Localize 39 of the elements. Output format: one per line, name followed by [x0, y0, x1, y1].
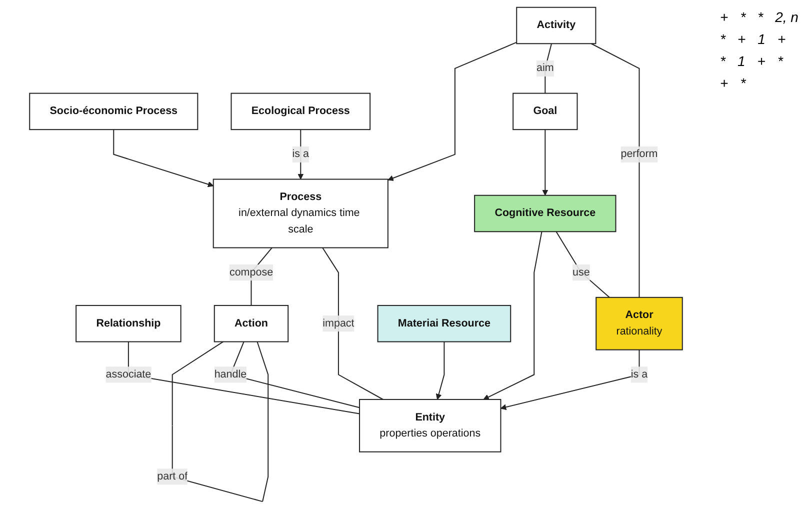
association-line — [556, 231, 610, 298]
class-box: Goal — [512, 92, 578, 130]
association-line — [436, 342, 445, 400]
class-box: Action — [214, 304, 289, 342]
multiplicity-label: * — [739, 8, 747, 26]
multiplicity-label: * — [756, 8, 764, 26]
association-line — [544, 44, 552, 94]
multiplicity-label: * — [739, 74, 747, 92]
multiplicity-label: + — [719, 8, 730, 26]
association-line — [483, 232, 542, 400]
class-box: Cognitive Resource — [474, 194, 616, 232]
class-box: Actor rationality — [596, 296, 683, 350]
class-box: Socio-économic Process — [29, 92, 198, 130]
association-line — [542, 130, 548, 196]
multiplicity-label: + — [776, 30, 787, 48]
multiplicity-label: 2, n — [774, 8, 800, 26]
class-box: Entity properties operations — [359, 398, 502, 452]
multiplicity-label: + — [736, 30, 747, 48]
multiplicity-label: * — [719, 52, 727, 70]
class-box: Ecological Process — [230, 92, 371, 130]
multiplicity-label: + — [719, 74, 730, 92]
class-box: Activity — [516, 6, 596, 44]
association-line — [388, 42, 517, 181]
association-line — [128, 342, 360, 414]
association-line — [256, 342, 269, 502]
association-line — [590, 43, 640, 298]
association-line — [500, 350, 640, 410]
class-box: Materiai Resource — [377, 304, 512, 342]
association-line — [298, 130, 304, 180]
multiplicity-label: * — [719, 30, 727, 48]
association-line — [172, 341, 224, 426]
association-line — [322, 247, 384, 400]
class-box: Relationship — [76, 304, 182, 342]
multiplicity-label: 1 — [736, 52, 746, 70]
association-line — [113, 130, 214, 188]
multiplicity-label: 1 — [756, 30, 766, 48]
multiplicity-label: + — [756, 52, 766, 70]
multiplicity-label: * — [776, 52, 784, 70]
class-box: Process in/external dynamics time scale — [212, 178, 388, 248]
